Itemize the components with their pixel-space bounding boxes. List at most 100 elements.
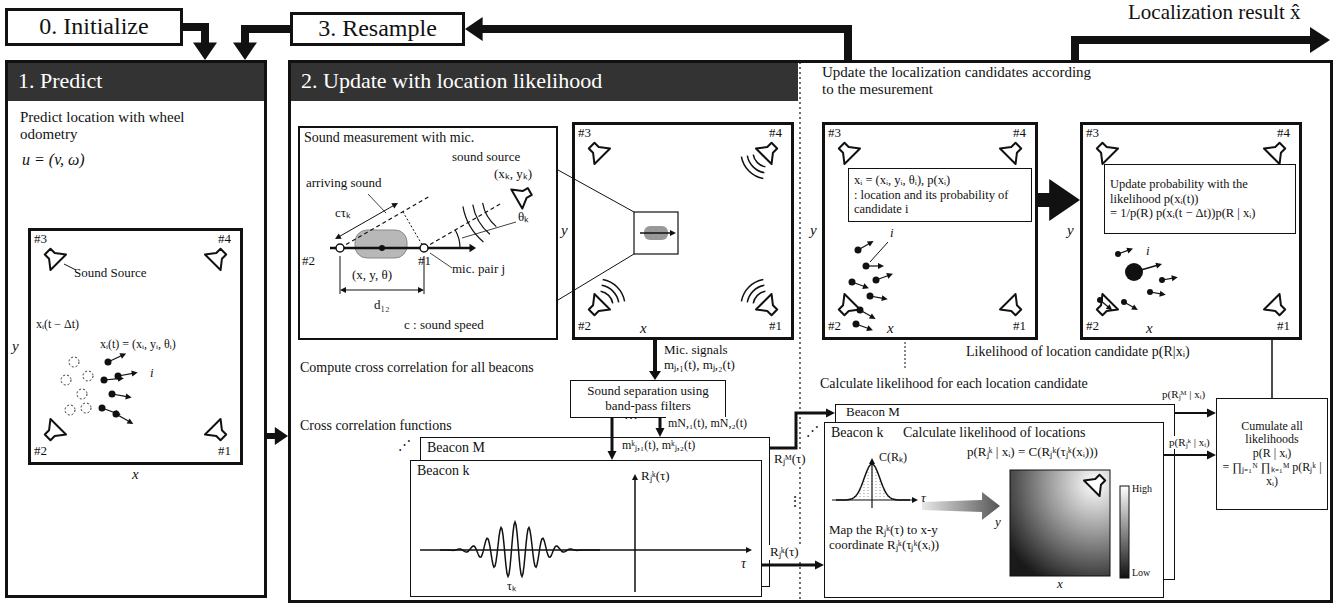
node-text: C(Rₖ) (879, 451, 907, 465)
speaker-icon (40, 419, 66, 445)
node-text: arriving sound (306, 176, 381, 191)
step-note: Update the localization candidates accor… (822, 64, 1092, 99)
axis-label: y (561, 222, 568, 239)
drawing (634, 212, 678, 254)
node-text: = 1/p(R) p(xᵢ(t − Δt))p(R | xᵢ) (1110, 206, 1290, 220)
drawing (473, 205, 490, 235)
drawing (1100, 300, 1109, 307)
drawing (340, 196, 430, 248)
drawing (40, 419, 66, 445)
ellipsis: ⋰ (398, 438, 411, 453)
drawing (108, 356, 122, 362)
node-text: : location and its probability of candid… (854, 188, 1026, 217)
beacon-number: #2 (1086, 319, 1099, 334)
drawing (756, 294, 782, 320)
beacon-number: #3 (578, 126, 591, 141)
beacon-number: #4 (218, 232, 231, 247)
callout-box: xᵢ = (xᵢ, yᵢ, θᵢ), p(xᵢ): location and i… (848, 168, 1032, 222)
drawing (511, 182, 535, 209)
connector-line (659, 418, 662, 430)
beacon-box: Beacon kRⱼᵏ(τ)ττₖ (410, 460, 762, 597)
speaker-icon (40, 244, 66, 270)
drawing (741, 279, 763, 301)
connector (267, 427, 288, 445)
edge-label: p(Rⱼᵏ | xᵢ) (1167, 436, 1212, 449)
node-text: y (995, 515, 1001, 530)
drawing (1162, 278, 1173, 280)
beacon-number: #4 (1277, 126, 1290, 141)
connector-line (611, 418, 614, 453)
node-text: i (890, 226, 894, 241)
node-text: = ∏ⱼ₌₁ᴺ ∏ₖ₌₁ᴹ p(Rⱼᵏ | xᵢ) (1222, 461, 1322, 489)
node-text: τₖ (507, 580, 516, 594)
step-panel: 1. PredictPredict location with wheel od… (5, 60, 267, 598)
drawing (69, 357, 79, 367)
drawing (601, 291, 613, 303)
drawing (753, 291, 765, 303)
drawing (430, 253, 452, 268)
panel-title: 1. Predict (8, 63, 264, 101)
node-text: Map the Rⱼᵏ(τ) to x-y coordinate Rⱼᵏ(τⱼᵏ… (829, 523, 989, 553)
speaker-icon (1000, 138, 1026, 164)
speaker-icon (1084, 470, 1110, 496)
beacon-number: #1 (218, 444, 231, 459)
drawing (463, 206, 484, 242)
axis-label: x (640, 320, 647, 337)
speaker-icon (584, 294, 610, 320)
speaker-icon (1092, 138, 1118, 164)
edge-label: mᵏⱼ,₁(t), mᵏⱼ,₂(t) (620, 439, 697, 453)
drawing (340, 256, 341, 294)
beacon-number: #3 (828, 126, 841, 141)
node-text: Beacon M (427, 440, 485, 456)
drawing (65, 405, 75, 415)
node-text: Rⱼᵏ(τ) (641, 469, 670, 484)
node-text: xᵢ(t) = (xᵢ, yᵢ, θᵢ) (100, 338, 176, 352)
drawing (834, 294, 860, 320)
step-note: Likelihood of location candidate p(R|xᵢ) (966, 344, 1190, 360)
edge-label: Mic. signals mⱼ,₁(t), mⱼ,₂(t) (662, 343, 766, 373)
drawing (462, 222, 516, 238)
drawing (440, 522, 600, 577)
drawing (741, 157, 763, 179)
axis-label: y (1067, 222, 1074, 239)
drawing (1264, 138, 1290, 164)
node-text: p(Rⱼᵏ | xᵢ) = C(Rⱼᵏ(τⱼᵏ(xᵢ))) (967, 445, 1098, 460)
drawing (747, 156, 764, 173)
drawing (330, 247, 471, 250)
drawing (584, 138, 610, 164)
drawing (1124, 302, 1134, 308)
drawing (40, 244, 66, 270)
connector-line (1271, 340, 1273, 398)
node-text: cτₖ (335, 206, 351, 221)
drawing (1264, 294, 1290, 320)
node-text: sound source (452, 150, 520, 165)
speaker-icon (1264, 138, 1290, 164)
drawing (558, 254, 634, 300)
process-box: Cumulate all likelihoodsp(R | xᵢ)= ∏ⱼ₌₁ᴺ… (1216, 398, 1328, 510)
drawing (1150, 292, 1161, 294)
drawing (905, 342, 906, 370)
drawing (1092, 138, 1118, 164)
edge-label: Rⱼᵏ(τ) (768, 545, 801, 560)
drawing (753, 155, 765, 167)
callout-box: Update probability with the likelihood p… (1104, 164, 1296, 234)
drawing (584, 294, 610, 320)
drawing (634, 479, 636, 592)
drawing (852, 282, 864, 287)
node-text: τ (741, 556, 746, 572)
node-text: Sound measurement with mic. (304, 130, 474, 146)
connector-line (267, 433, 277, 439)
drawing (1000, 138, 1026, 164)
node-text: Beacon M (846, 405, 900, 420)
speaker-icon (1092, 294, 1118, 320)
beacon-number: #4 (1013, 126, 1026, 141)
connector-line (762, 564, 817, 567)
beacon-number: #2 (828, 319, 841, 334)
drawing (858, 243, 869, 250)
node-text: Cumulate all likelihoods (1222, 420, 1322, 448)
node-text: Predict location with wheel odometry (20, 109, 230, 144)
node-text: mic. pair j (452, 262, 512, 277)
panel-title: 2. Update with location likelihood (291, 63, 798, 101)
drawing (799, 62, 800, 601)
